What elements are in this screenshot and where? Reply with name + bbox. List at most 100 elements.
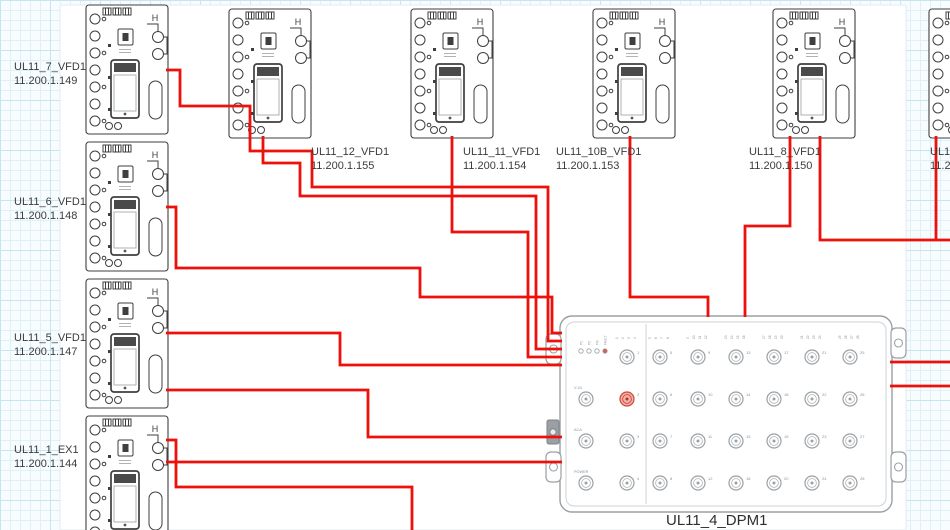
dpm-port-12 [690,475,706,491]
cable-UL11_1-out-a[interactable] [166,438,414,530]
cable-UL11_10B-out[interactable] [628,136,710,317]
device-UL11_10B_VFD1[interactable] [592,8,676,139]
svg-text:5: 5 [648,337,652,339]
dpm-port-21 [804,349,820,365]
svg-text:28: 28 [856,335,860,339]
dpm-port-5 [652,349,668,365]
svg-text:27: 27 [860,434,865,439]
svg-text:19: 19 [774,335,778,339]
svg-text:11: 11 [708,434,713,439]
dpm-port-7 [652,433,668,449]
device-UL11_5_VFD1[interactable] [85,278,169,409]
svg-text:V-24: V-24 [574,386,582,390]
svg-text:21: 21 [822,350,827,355]
svg-text:21: 21 [800,335,804,339]
svg-text:7: 7 [660,337,664,339]
device-UL11_7_VFD1[interactable] [85,4,169,135]
cable-UL11_5-out-a[interactable] [166,331,562,367]
dpm-port-6 [652,391,668,407]
dpm-port-10 [690,391,706,407]
dpm-port-9 [690,349,706,365]
svg-text:26: 26 [860,392,865,397]
svg-text:4: 4 [633,337,637,339]
svg-text:18: 18 [768,335,772,339]
dpm-port-13 [728,349,744,365]
device-UL11_6_VFD1[interactable] [85,141,169,272]
svg-text:26: 26 [844,335,848,339]
svg-text:1: 1 [615,337,619,339]
cables-layer [166,68,950,530]
dpm-port-4 [619,475,635,491]
svg-text:24: 24 [818,335,822,339]
cable-UL11_7-out[interactable] [166,68,562,343]
svg-text:23: 23 [812,335,816,339]
dpm-port-14 [728,391,744,407]
svg-text:9: 9 [686,337,690,339]
svg-text:22: 22 [822,392,827,397]
dpm-port-15 [728,433,744,449]
svg-text:3: 3 [637,434,640,439]
svg-text:ACA: ACA [574,428,582,432]
dpm-port-20 [766,475,782,491]
dpm-port-17 [766,349,782,365]
svg-text:20: 20 [784,476,789,481]
dpm-port-v-24 [578,391,594,407]
dpm-port-24 [804,475,820,491]
svg-text:9: 9 [708,350,711,355]
svg-text:15: 15 [736,335,740,339]
svg-text:12: 12 [704,335,708,339]
device-UL11_12_VFD1[interactable] [228,8,312,139]
dpm-port-25 [842,349,858,365]
dpm-port-power [578,475,594,491]
device-UL11[interactable] [928,8,950,139]
svg-text:POWER: POWER [574,470,589,474]
svg-text:17: 17 [784,350,789,355]
svg-text:8: 8 [670,476,673,481]
dpm-port-22 [804,391,820,407]
svg-text:23: 23 [822,434,827,439]
dpm-port-3 [619,433,635,449]
svg-text:11: 11 [698,335,702,339]
svg-text:25: 25 [838,335,842,339]
svg-text:1: 1 [637,350,640,355]
cable-UL11_5-out-b[interactable] [166,388,562,439]
dpm-port-8 [652,475,668,491]
svg-text:10: 10 [692,335,696,339]
svg-text:19: 19 [784,434,789,439]
svg-text:24: 24 [822,476,827,481]
svg-text:16: 16 [746,476,751,481]
svg-text:2: 2 [637,392,640,397]
device-UL11_8_VFD1[interactable] [772,8,856,139]
device-UL11_11_VFD1[interactable] [410,8,494,139]
svg-text:3: 3 [627,337,631,339]
svg-text:22: 22 [806,335,810,339]
cable-UL11_12-out[interactable] [261,136,562,351]
svg-text:15: 15 [746,434,751,439]
dpm-port-16 [728,475,744,491]
svg-text:FAULT: FAULT [604,335,608,345]
svg-text:FM: FM [596,340,600,345]
svg-text:16: 16 [742,335,746,339]
cable-UL11_8-out-a[interactable] [743,136,792,317]
svg-text:20: 20 [780,335,784,339]
cable-UL11_11-out[interactable] [450,136,562,359]
dpm-port-26 [842,391,858,407]
cable-UL11_8-out-b[interactable] [818,136,950,242]
dpm-port-28 [842,475,858,491]
dpm-port-23 [804,433,820,449]
svg-text:8: 8 [666,337,670,339]
svg-text:7: 7 [670,434,673,439]
svg-text:P2: P2 [588,341,592,345]
svg-text:14: 14 [746,392,751,397]
dpm-port-11 [690,433,706,449]
svg-text:6: 6 [670,392,673,397]
cable-UL11_6-out[interactable] [166,205,562,335]
svg-text:17: 17 [762,335,766,339]
svg-text:18: 18 [784,392,789,397]
svg-text:14: 14 [730,335,734,339]
dpm-port-18 [766,391,782,407]
svg-text:2: 2 [621,337,625,339]
device-UL11_1_EX1[interactable] [85,415,169,530]
